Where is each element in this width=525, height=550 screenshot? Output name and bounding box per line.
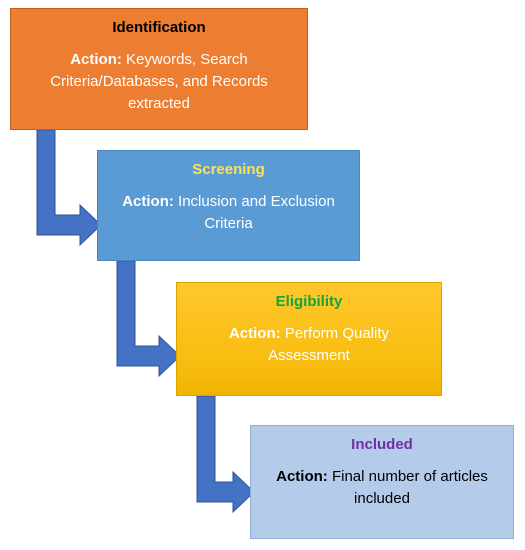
action-text: Keywords, Search Criteria/Databases, and… (50, 51, 268, 112)
stage-included: Included Action: Final number of article… (250, 425, 514, 539)
arrow-screening-to-eligibility (116, 260, 181, 378)
action-label: Action: (122, 193, 174, 210)
action-text: Inclusion and Exclusion Criteria (178, 193, 335, 232)
action-label: Action: (228, 325, 281, 342)
stage-action: Action: Inclusion and Exclusion Criteria (98, 191, 359, 235)
action-text: Perform Quality Assessment (268, 325, 390, 364)
stage-action: Action: Final number of articles include… (251, 466, 513, 510)
stage-action: Action: Perform Quality Assessment (177, 323, 441, 367)
stage-action: Action: Keywords, Search Criteria/Databa… (11, 49, 307, 115)
stage-title: Screening (192, 161, 265, 178)
arrow-identification-to-screening (36, 129, 102, 247)
arrow-eligibility-to-included (196, 395, 255, 514)
action-label: Action: (276, 468, 328, 485)
stage-eligibility: Eligibility Action: Perform Quality Asse… (176, 282, 442, 396)
stage-identification: Identification Action: Keywords, Search … (10, 8, 308, 130)
stage-title: Eligibility (275, 293, 343, 310)
stage-title: Included (351, 436, 413, 453)
stage-title: Identification (112, 19, 206, 36)
action-label: Action: (70, 51, 122, 68)
action-text: Final number of articles included (331, 468, 488, 507)
stage-screening: Screening Action: Inclusion and Exclusio… (97, 150, 360, 261)
